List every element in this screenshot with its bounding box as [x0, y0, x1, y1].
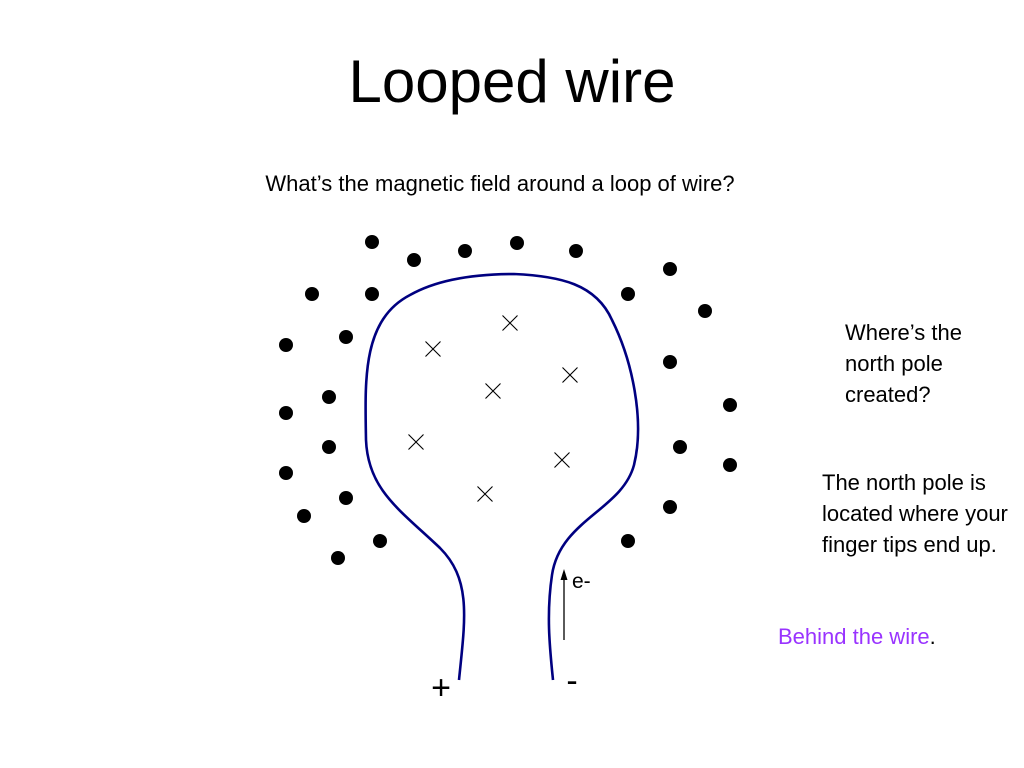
electron-label: e- [572, 570, 591, 593]
field-in-cross [425, 341, 441, 357]
behind-suffix: . [929, 624, 936, 649]
field-in-cross [408, 434, 424, 450]
field-out-dot [365, 287, 379, 301]
field-out-dot [373, 534, 387, 548]
field-in-cross [562, 367, 578, 383]
behind-the-wire-note: Behind the wire. [778, 621, 1018, 652]
field-out-dot [322, 440, 336, 454]
field-out-dot [723, 398, 737, 412]
field-out-dot [458, 244, 472, 258]
north-pole-question: Where’s the north pole created? [845, 320, 962, 407]
page-title: Looped wire [348, 48, 676, 115]
field-out-dot [279, 338, 293, 352]
field-in-cross [485, 383, 501, 399]
field-out-dot [297, 509, 311, 523]
north-pole-answer: The north pole is located where your fin… [822, 470, 1008, 557]
field-out-dot [510, 236, 524, 250]
field-out-dots [279, 235, 737, 565]
plus-terminal-label: + [431, 669, 451, 707]
field-out-dot [339, 330, 353, 344]
field-out-dot [723, 458, 737, 472]
minus-terminal-label: - [566, 662, 577, 700]
field-out-dot [663, 355, 677, 369]
field-out-dot [621, 287, 635, 301]
field-out-dot [673, 440, 687, 454]
field-out-dot [407, 253, 421, 267]
field-in-cross [477, 486, 493, 502]
field-out-dot [305, 287, 319, 301]
field-in-cross [554, 452, 570, 468]
field-out-dot [569, 244, 583, 258]
field-in-crosses [408, 315, 578, 502]
field-out-dot [663, 500, 677, 514]
field-out-dot [365, 235, 379, 249]
field-out-dot [331, 551, 345, 565]
field-in-cross [502, 315, 518, 331]
field-out-dot [279, 406, 293, 420]
field-out-dot [621, 534, 635, 548]
field-out-dot [339, 491, 353, 505]
field-out-dot [279, 466, 293, 480]
field-out-dot [322, 390, 336, 404]
field-out-dot [698, 304, 712, 318]
subtitle-question: What’s the magnetic field around a loop … [265, 171, 735, 196]
electron-arrow-head [560, 569, 568, 580]
field-out-dot [663, 262, 677, 276]
behind-highlight: Behind the wire [778, 624, 930, 649]
wire-loop [364, 272, 640, 681]
